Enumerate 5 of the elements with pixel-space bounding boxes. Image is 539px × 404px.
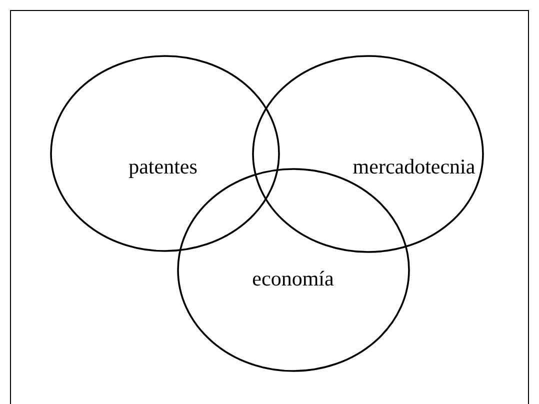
set-label: economía <box>252 266 334 292</box>
set-label: patentes <box>128 154 198 180</box>
venn-ellipse <box>252 55 484 253</box>
set-label: mercadotecnia <box>352 154 476 180</box>
venn-ellipse <box>50 55 280 252</box>
